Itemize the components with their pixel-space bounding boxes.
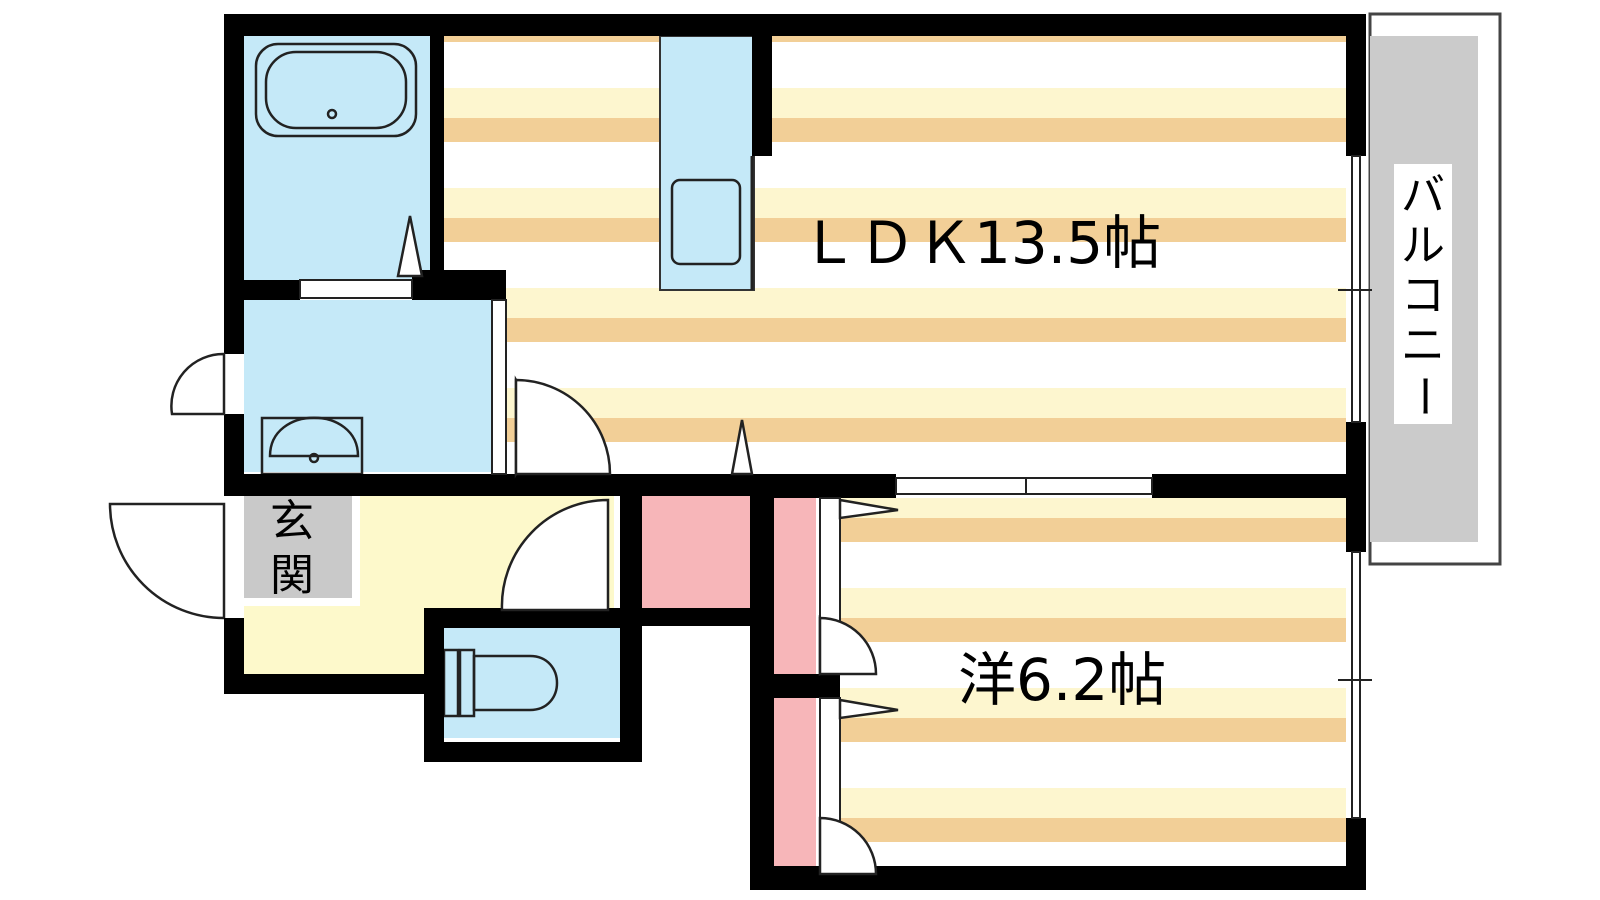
western-closet-lower — [774, 698, 816, 873]
room-label-entrance-1: 玄 — [270, 496, 314, 547]
balcony-char-4: ニ — [1401, 320, 1445, 371]
balcony-char-2: ル — [1401, 220, 1445, 271]
entrance-step — [244, 496, 360, 606]
ldk-floor — [444, 34, 1346, 472]
room-label-entrance-2: 関 — [270, 550, 314, 601]
western-room-floor — [840, 498, 1346, 873]
kitchen-counter — [659, 35, 755, 291]
bathroom-floor — [244, 36, 430, 280]
doors — [108, 215, 899, 876]
balcony-char-3: コ — [1401, 270, 1445, 321]
balcony-label: バ ル コ ニ ー — [1394, 164, 1452, 424]
room-label-western: 洋6.2帖 — [958, 646, 1166, 714]
walls — [224, 14, 1366, 890]
bathtub — [254, 42, 418, 138]
balcony-char-1: バ — [1401, 170, 1445, 221]
kitchen-sink — [670, 178, 742, 266]
toilet-floor — [442, 628, 620, 738]
balcony — [1368, 12, 1502, 566]
room-label-ldk: ＬＤＫ13.5帖 — [800, 209, 1161, 277]
western-closet-upper — [774, 498, 816, 674]
storage-closet — [642, 496, 752, 608]
washroom-floor — [244, 300, 492, 472]
entrance-tile — [244, 496, 356, 602]
balcony-char-5: ー — [1398, 374, 1449, 418]
